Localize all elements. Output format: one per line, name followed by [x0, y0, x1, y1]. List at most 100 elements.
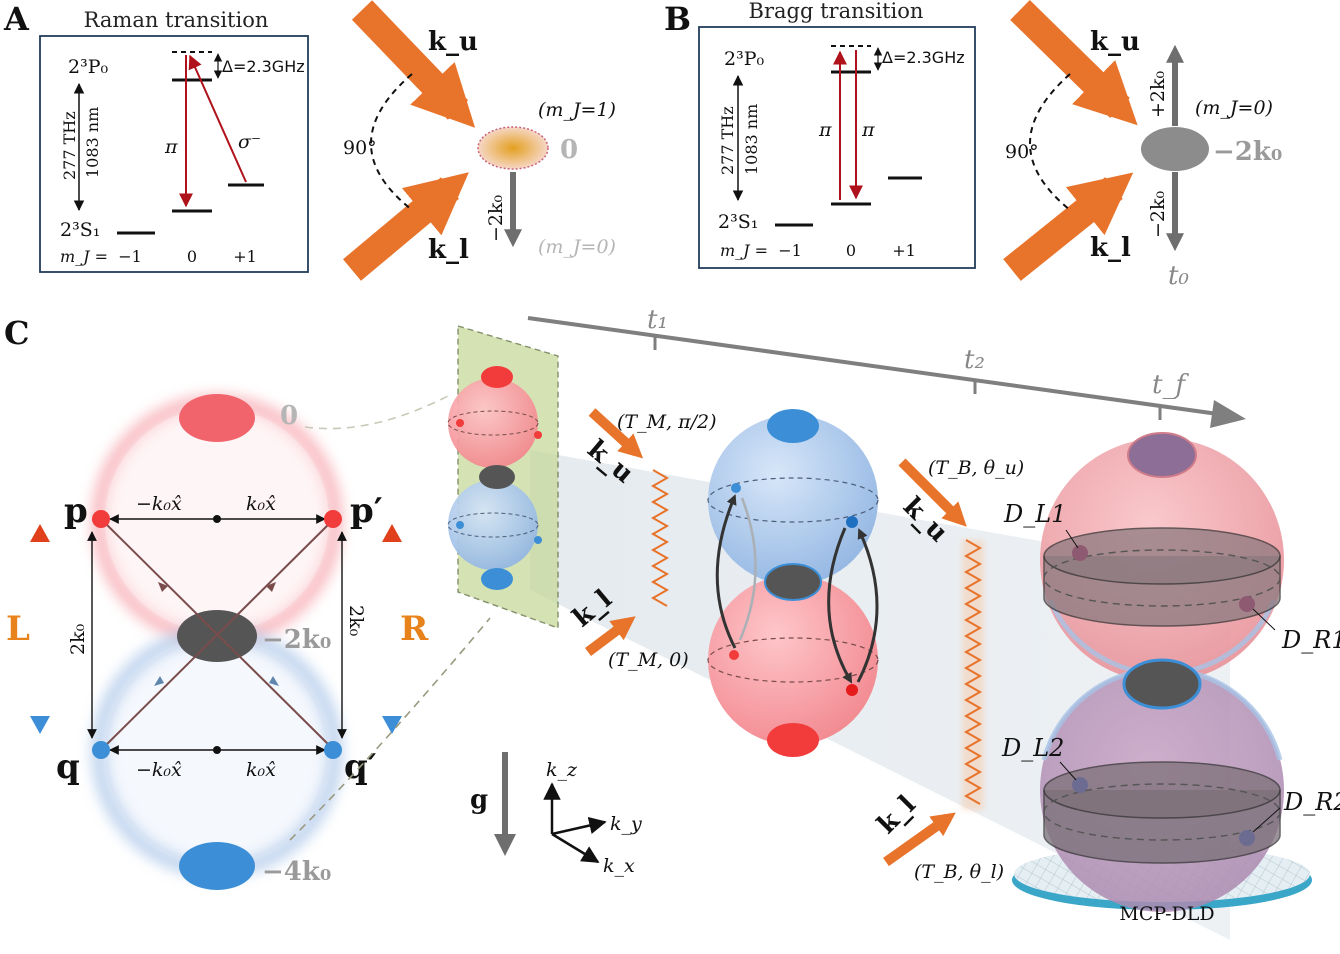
bs-params-upper: (T_B, θ_u) [928, 457, 1024, 479]
left-arrow-head-down [30, 716, 50, 734]
label-DL2: D_L2 [1001, 734, 1064, 762]
middle-blue-sphere [708, 415, 878, 585]
bragg-detuning: Δ=2.3GHz [882, 48, 965, 67]
bragg-level-box [698, 26, 976, 269]
vertical-label-right: 2k₀ [345, 605, 367, 637]
diag-pprime-q [100, 518, 335, 751]
label-tf: t_f [1152, 370, 1189, 400]
bragg-atom-cloud [1141, 127, 1209, 171]
label-left-x-lower: −k₀x̂ [136, 759, 182, 781]
bragg-beam-lower [1003, 172, 1134, 281]
raman-atom-cloud [477, 126, 549, 170]
bragg-lower-state: 2³S₁ [718, 211, 758, 233]
cloud-0 [179, 394, 255, 442]
trajectory-arrow-3 [827, 527, 853, 684]
initial-red-equator [447, 410, 539, 436]
raman-kick-label: −2k₀ [485, 194, 507, 242]
ky-label: k_y [610, 813, 642, 835]
bragg-wavelength: 1083 nm [742, 104, 761, 175]
kx-label: k_x [603, 855, 635, 877]
middle-blue-equator [707, 477, 879, 523]
right-arrow-head-up [382, 524, 402, 542]
bragg-title: Bragg transition [749, 0, 924, 23]
trajectory-arrow-1 [715, 494, 737, 649]
ky-axis [551, 816, 607, 836]
bs-beam-lower [883, 812, 956, 867]
bragg-mj-label: m_J = [720, 241, 768, 260]
leader-DL1 [1065, 529, 1079, 549]
zoom-line-lower [289, 617, 491, 841]
vertical-label-left: 2k₀ [67, 623, 89, 655]
bragg-angle-arc [1029, 73, 1071, 211]
middle-red-cap [767, 723, 819, 757]
cloud-minus4 [179, 842, 255, 890]
middle-red-dot-right [846, 684, 858, 696]
raman-frequency: 277 THz [60, 111, 79, 180]
initial-state-plane [447, 325, 559, 629]
initial-blue-sphere [448, 480, 538, 570]
bragg-angle: 90° [1005, 141, 1039, 163]
trajectory-arrow-4 [856, 528, 879, 683]
label-left-x-upper: −k₀x̂ [136, 493, 182, 515]
bragg-beam-upper [1010, 0, 1138, 126]
point-pprime [324, 510, 342, 528]
raman-upper-state: 2³P₀ [68, 56, 108, 78]
label-zero: 0 [280, 401, 298, 431]
label-pprime: p′ [350, 491, 383, 531]
label-minus2: −2k₀ [262, 625, 331, 655]
raman-title: Raman transition [84, 8, 269, 32]
detector-point-DR2 [1239, 830, 1255, 846]
leader-DR1 [1252, 608, 1276, 631]
initial-blue-dot-left [456, 521, 464, 529]
initial-middle-cap [479, 465, 515, 489]
raman-state-top: (m_J=1) [538, 99, 616, 121]
raman-beam-upper [351, 0, 476, 128]
middle-blue-dot-right [846, 516, 858, 528]
arrow-mark-lower-right [269, 676, 279, 686]
kx-axis [551, 832, 600, 864]
mirror-standing-wave [650, 469, 670, 607]
bragg-pi-label-right: π [861, 119, 875, 141]
raman-beam-lower-label: k_l [428, 235, 469, 265]
upper-band-dashed [1043, 549, 1281, 607]
initial-blue-dot-right [534, 536, 542, 544]
arrow-mark-upper-left [158, 582, 168, 592]
leader-DR2 [1252, 807, 1281, 833]
final-state: D_L1 D_R1 D_L2 D_R2 MCP-DLD [1001, 432, 1340, 925]
bragg-beam-upper-label: k_u [1090, 27, 1140, 57]
point-p [92, 510, 110, 528]
label-right-x-lower: k₀x̂ [246, 759, 276, 781]
timeline-axis [527, 316, 1219, 416]
panel-a-letter: A [3, 0, 30, 38]
raman-detuning: Δ=2.3GHz [222, 57, 305, 76]
label-DR1: D_R1 [1281, 626, 1340, 654]
gravity-label: g [470, 785, 488, 815]
raman-mj-minus1: −1 [118, 247, 142, 266]
timeline: t₁ t₂ t_f [527, 305, 1246, 428]
raman-pi-label: π [164, 136, 178, 158]
raman-beam-lower [343, 172, 469, 281]
bragg-upper-state: 2³P₀ [724, 48, 764, 70]
timeline-arrowhead [1210, 400, 1246, 428]
middle-red-equator [707, 637, 879, 683]
raman-sigma-label: σ⁻ [238, 131, 261, 153]
raman-lower-state: 2³S₁ [60, 219, 100, 241]
label-minus4: −4k₀ [262, 857, 331, 887]
trajectory-arrow-2 [738, 497, 757, 641]
point-qprime [324, 741, 342, 759]
momentum-space-diagram: 0 −2k₀ −4k₀ 2k₀ 2k₀ −k₀x̂ k₀x̂ −k₀x [6, 394, 491, 890]
detector-point-DL2 [1072, 777, 1088, 793]
kz-label: k_z [546, 759, 578, 781]
arrow-mark-upper-right [266, 582, 276, 592]
final-top-cap [1127, 432, 1197, 478]
label-DR2: D_R2 [1283, 788, 1340, 816]
initial-red-dot-right [534, 431, 542, 439]
detector-name: MCP-DLD [1119, 903, 1214, 925]
bs-beam-lower-label: k_l [872, 790, 922, 840]
zoom-line-upper [304, 394, 451, 430]
label-L: L [6, 609, 30, 649]
detector-point-DL1 [1072, 545, 1088, 561]
initial-red-dot-left [456, 419, 464, 427]
mirror-beam-lower [585, 616, 636, 656]
bs-params-lower: (T_B, θ_l) [914, 861, 1004, 883]
